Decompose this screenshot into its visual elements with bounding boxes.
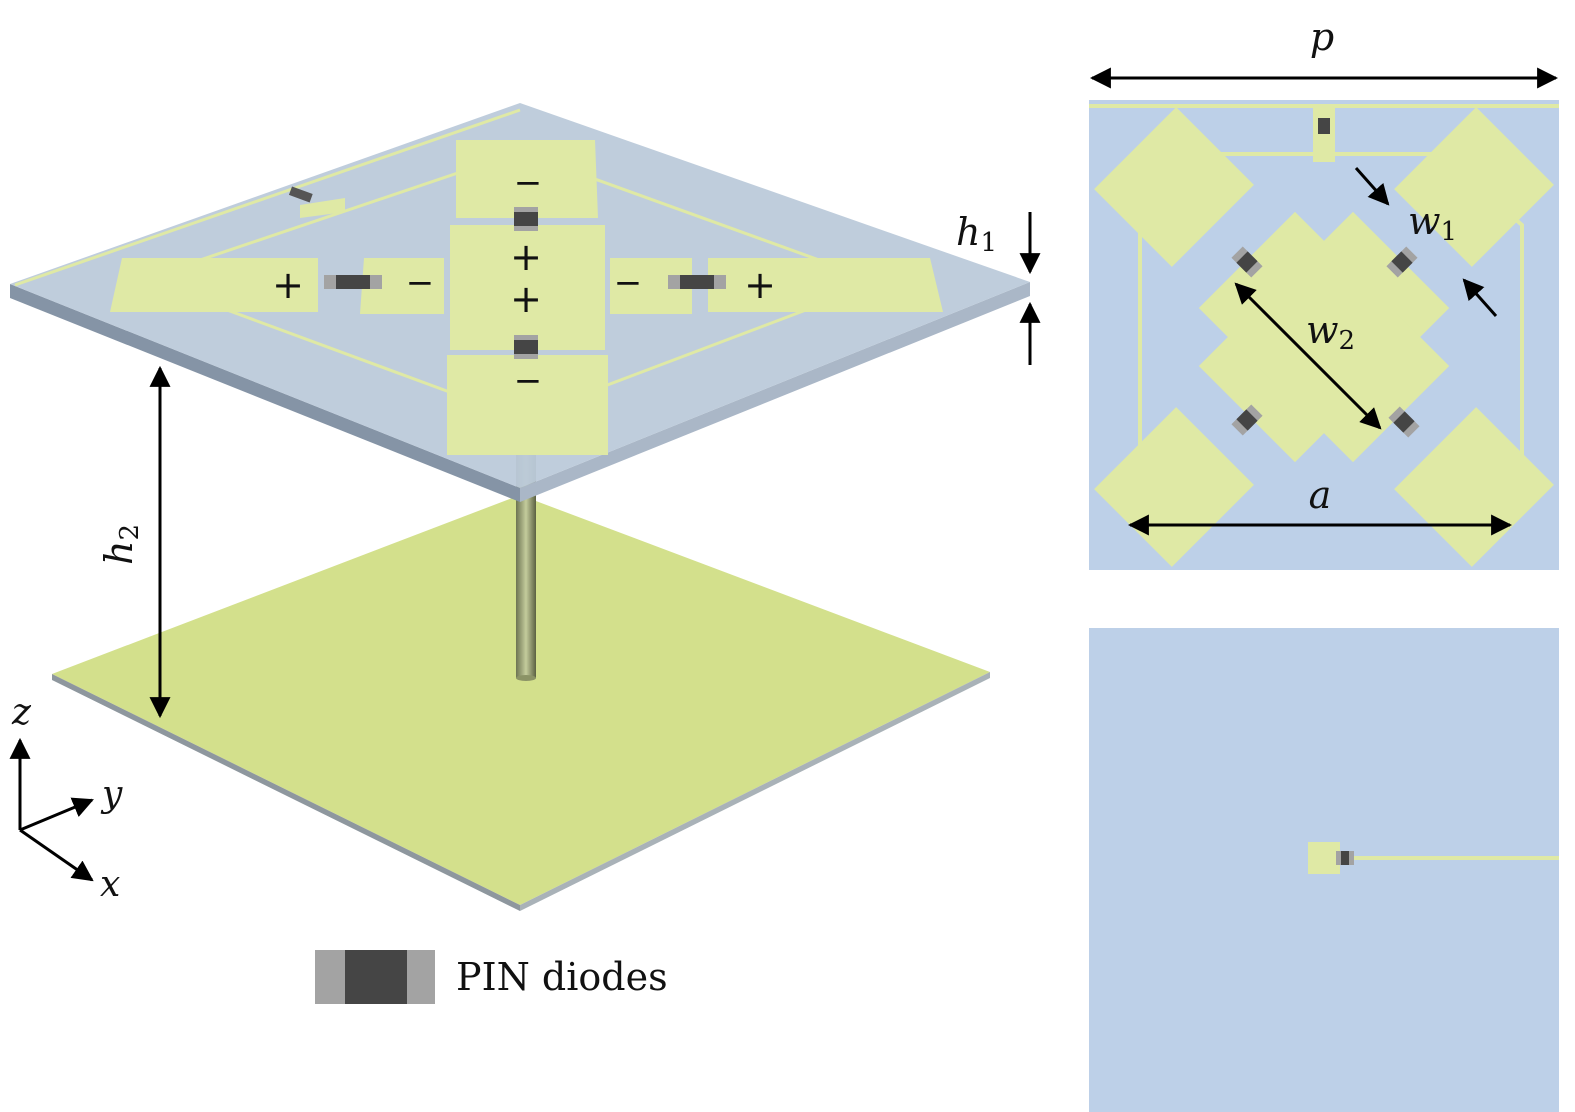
diode-right [668, 275, 726, 289]
left-plus: + [272, 263, 304, 307]
right-minus: − [614, 263, 643, 303]
bottom-view-panel [1089, 628, 1559, 1112]
p-label: p [1310, 15, 1334, 59]
h1-label: h [956, 210, 980, 254]
right-plus: + [744, 263, 776, 307]
top-metal-pattern [14, 108, 943, 455]
h1-subscript: 1 [980, 228, 997, 258]
h2-dimension: h2 [97, 365, 171, 719]
a-label: a [1309, 473, 1332, 517]
via-post [516, 455, 536, 681]
coordinate-axes: z y x [9, 692, 123, 905]
svg-text:h1: h1 [956, 210, 997, 258]
center-plus-upper: + [510, 235, 542, 279]
h2-label: h [97, 541, 141, 565]
p-dimension: p [1089, 15, 1559, 89]
diode-top-vertical [514, 207, 538, 231]
legend: PIN diodes [315, 950, 668, 1004]
w2-dimension: w2 [1234, 282, 1382, 430]
x-axis-label: x [100, 864, 120, 905]
ground-plane [52, 495, 990, 911]
diode-left [324, 275, 382, 289]
top-minus: − [514, 163, 543, 203]
diode-bottom-vertical [514, 335, 538, 359]
svg-text:h2: h2 [97, 524, 145, 565]
pin-diodes-3d [288, 186, 726, 359]
a-dimension: a [1127, 473, 1513, 536]
y-axis-label: y [100, 774, 123, 815]
bottom-minus: − [514, 361, 543, 401]
svg-text:w2: w2 [1306, 308, 1355, 356]
w1-label: w [1408, 199, 1441, 243]
diode-top-bias [288, 186, 313, 203]
legend-text: PIN diodes [456, 955, 668, 999]
w2-subscript: 2 [1339, 326, 1356, 356]
svg-text:w1: w1 [1408, 199, 1457, 247]
w1-dimension: w1 [1354, 167, 1498, 317]
left-minus: − [406, 263, 435, 303]
legend-diode-swatch [315, 950, 435, 1004]
z-axis-label: z [11, 692, 32, 733]
polarity-marks: − + + − + − − + [272, 163, 776, 401]
center-plus-lower: + [510, 277, 542, 321]
h1-dimension: h1 [956, 210, 1041, 365]
w2-label: w [1306, 308, 1339, 352]
w1-subscript: 1 [1441, 217, 1458, 247]
h2-subscript: 2 [115, 524, 145, 541]
